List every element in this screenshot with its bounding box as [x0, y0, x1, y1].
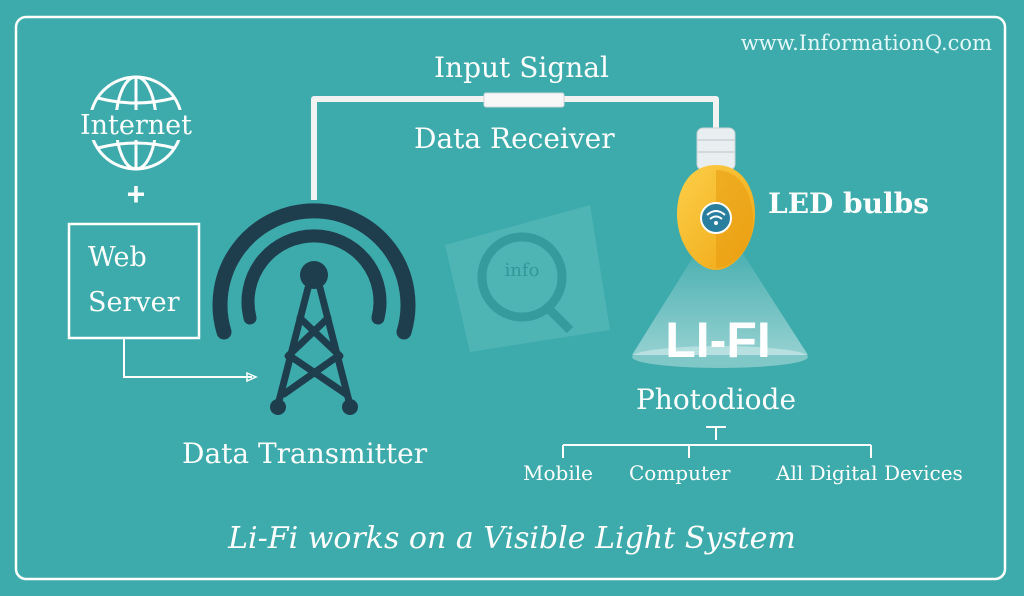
light-beam	[632, 246, 808, 355]
caption: Li-Fi works on a Visible Light System	[228, 521, 796, 556]
photodiode-label: Photodiode	[635, 383, 797, 416]
device-computer: Computer	[629, 461, 731, 485]
device-mobile: Mobile	[523, 461, 593, 485]
logo-text: info	[504, 260, 540, 281]
internet-label: Internet	[79, 110, 192, 141]
input-signal-label: Input Signal	[434, 51, 609, 84]
web-server-label-line1: Web	[88, 242, 147, 273]
device-tree	[562, 426, 872, 458]
logo-watermark	[445, 205, 610, 352]
wifi-icon	[700, 202, 732, 234]
web-server-label-line2: Server	[88, 287, 180, 318]
beam-floor	[632, 346, 808, 368]
plus-sign: +	[126, 176, 146, 212]
lifi-label: LI-FI	[665, 312, 771, 368]
led-bulbs-label: LED bulbs	[768, 187, 929, 220]
led-bulb-icon	[677, 127, 755, 270]
watermark-url: www.InformationQ.com	[740, 31, 992, 55]
globe-label-bg	[74, 110, 198, 140]
outer-frame	[14, 15, 1007, 581]
device-all-digital: All Digital Devices	[776, 461, 963, 485]
web-server-box	[67, 222, 201, 340]
data-receiver-device	[483, 92, 565, 108]
server-to-tower-arrow	[123, 338, 258, 383]
data-transmitter-label: Data Transmitter	[182, 437, 428, 470]
data-receiver-label: Data Receiver	[414, 122, 615, 155]
tower-icon	[212, 203, 416, 415]
